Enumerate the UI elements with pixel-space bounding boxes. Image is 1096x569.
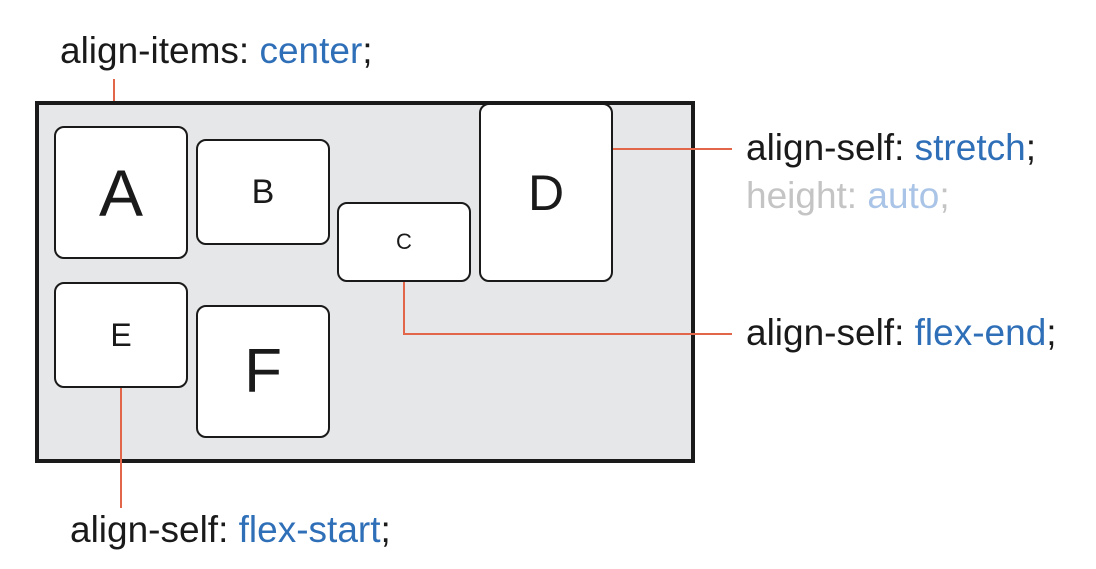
item-e: E [54,282,188,388]
label-property: align-items: [60,30,260,71]
leader-flex-end [403,282,732,335]
label-property: align-self: [746,127,915,168]
label-align-self-flex-end: align-self: flex-end; [746,314,1057,351]
label-semicolon: ; [939,175,950,216]
item-f: F [196,305,330,438]
item-a: A [54,126,188,259]
label-value: stretch [914,127,1026,168]
label-value: auto [867,175,940,216]
label-semicolon: ; [1046,312,1057,353]
label-property: align-self: [746,312,915,353]
label-semicolon: ; [380,509,391,550]
item-b: B [196,139,330,245]
item-c: C [337,202,471,282]
label-value: flex-start [238,509,381,550]
label-property: height: [746,175,868,216]
label-align-self-flex-start: align-self: flex-start; [70,511,391,548]
label-align-items: align-items: center; [60,32,373,69]
label-align-self-stretch: align-self: stretch; [746,129,1036,166]
label-value: flex-end [914,312,1047,353]
label-value: center [259,30,363,71]
label-property: align-self: [70,509,239,550]
label-height-auto: height: auto; [746,177,950,214]
item-d: D [479,103,613,282]
label-semicolon: ; [1025,127,1036,168]
label-semicolon: ; [362,30,373,71]
